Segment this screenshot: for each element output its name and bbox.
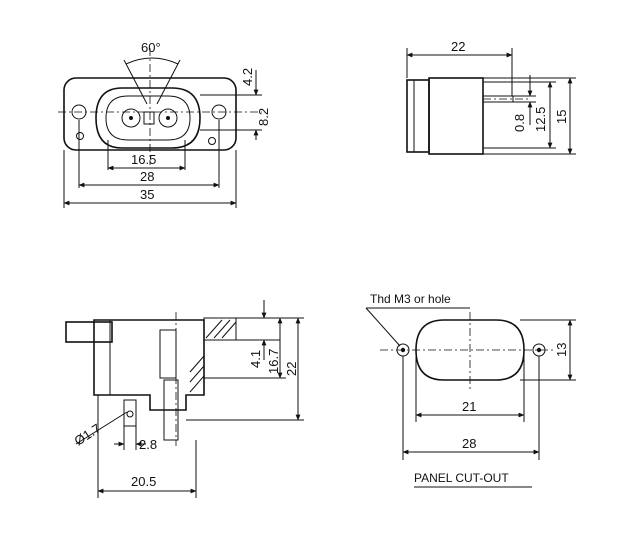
front-key xyxy=(143,111,155,125)
front-dim-height-mid: 8.2 xyxy=(256,108,271,126)
section-terminal xyxy=(163,379,179,441)
front-view: 60° 4.2 8.2 16.5 28 35 xyxy=(58,40,271,208)
angle-label: 60° xyxy=(141,40,161,55)
section-dim-b: 16.7 xyxy=(266,349,281,374)
section-dim-pin-width: 2.8 xyxy=(139,437,157,452)
section-contact xyxy=(159,329,177,379)
front-socket-outline xyxy=(95,87,201,149)
cutout-dim-hole-span: 28 xyxy=(462,436,476,451)
front-pin-left-dot xyxy=(129,116,133,120)
cutout-opening xyxy=(415,319,525,381)
section-pin-hole xyxy=(126,410,134,418)
front-dim-height-top: 4.2 xyxy=(240,68,255,86)
side-view: 22 0.8 12.5 15 xyxy=(406,39,576,155)
front-dim-hole-span: 28 xyxy=(140,169,154,184)
side-dim-pin: 0.8 xyxy=(512,114,527,132)
front-pin-left xyxy=(121,108,141,128)
front-dim-total-width: 35 xyxy=(140,187,154,202)
section-view: 4.1 16.7 22 Ø1.7 2.8 20.5 xyxy=(65,300,304,498)
angle-arc xyxy=(125,57,179,65)
front-screw-left xyxy=(76,132,84,140)
section-hatch-top xyxy=(203,317,237,341)
side-flange xyxy=(406,79,430,153)
cutout-hole-right-dot xyxy=(536,347,542,353)
side-dim-total-height: 15 xyxy=(554,110,569,124)
cutout-dim-opening: 21 xyxy=(462,399,476,414)
angle-line-left xyxy=(123,59,148,105)
section-hatch-lines xyxy=(189,319,237,393)
section-body xyxy=(93,319,205,411)
panel-cutout-view: Thd M3 or hole 13 21 28 PANEL CUT-OUT xyxy=(365,292,576,488)
front-socket-inner xyxy=(105,95,191,141)
side-body xyxy=(428,77,484,155)
cutout-dim-height: 13 xyxy=(554,343,569,357)
front-screw-right xyxy=(208,137,216,145)
section-dim-a: 4.1 xyxy=(248,350,263,368)
angle-line-right xyxy=(156,59,181,105)
section-dim-c: 22 xyxy=(284,362,299,376)
front-pin-right-dot xyxy=(166,116,170,120)
section-dim-hole-dia: Ø1.7 xyxy=(71,421,103,449)
side-dim-depth: 22 xyxy=(451,39,465,54)
cutout-title: PANEL CUT-OUT xyxy=(414,471,509,485)
cutout-note: Thd M3 or hole xyxy=(370,292,451,306)
front-dim-pin-span: 16.5 xyxy=(131,152,156,167)
front-pin-right xyxy=(158,108,178,128)
section-pin xyxy=(123,399,137,427)
side-dim-body: 12.5 xyxy=(533,107,548,132)
section-flange xyxy=(65,321,113,343)
section-dim-base: 20.5 xyxy=(131,474,156,489)
